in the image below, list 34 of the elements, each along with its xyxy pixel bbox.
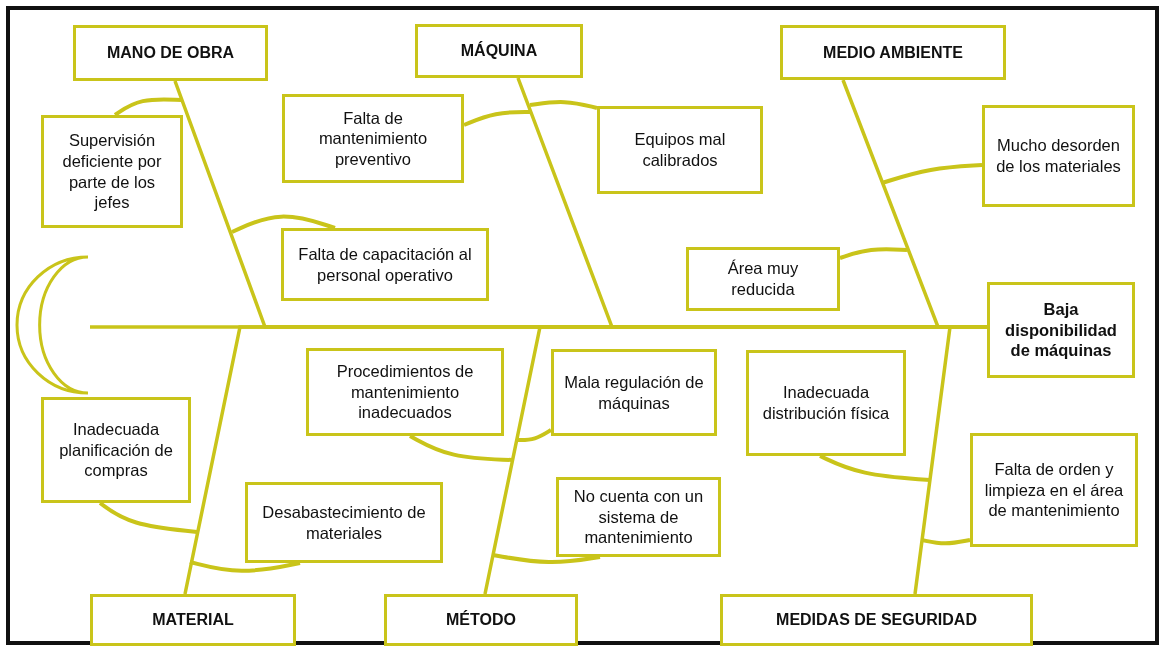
branch-line (518, 428, 553, 442)
bone-line (913, 325, 987, 595)
cause-box: Área muy reducida (686, 247, 840, 311)
branch-line (921, 538, 971, 546)
branch-line (881, 163, 983, 185)
category-box: MANO DE OBRA (73, 25, 268, 81)
category-box: MEDIDAS DE SEGURIDAD (720, 594, 1033, 646)
branch-line (492, 553, 601, 564)
branch-line (409, 434, 514, 462)
branch-line (98, 501, 198, 534)
category-box: MEDIO AMBIENTE (780, 25, 1006, 80)
cause-box: Supervisión deficiente por parte de los jefes (41, 115, 183, 228)
category-box: MÁQUINA (415, 24, 583, 78)
branch-line (189, 560, 301, 573)
cause-box: Mucho desorden de los materiales (982, 105, 1135, 207)
branch-line (231, 214, 336, 234)
cause-box: Falta de mantenimiento preventivo (282, 94, 464, 183)
cause-box: Procedimientos de mantenimiento inadecuados (306, 348, 504, 436)
branch-line (113, 97, 183, 117)
category-box: MATERIAL (90, 594, 296, 646)
branch-line (819, 454, 931, 482)
cause-box: Mala regulación de máquinas (551, 349, 717, 436)
branch-line (839, 247, 908, 260)
branch-line (463, 110, 531, 127)
cause-box: Falta de capacitación al personal operativo (281, 228, 489, 301)
branch-line (529, 100, 598, 110)
cause-box: No cuenta con un sistema de mantenimiento (556, 477, 721, 557)
cause-box: Equipos mal calibrados (597, 106, 763, 194)
effect-box: Baja disponibilidad de máquinas (987, 282, 1135, 378)
cause-box: Desabastecimiento de materiales (245, 482, 443, 563)
cause-box: Inadecuada planificación de compras (41, 397, 191, 503)
cause-box: Inadecuada distribución física (746, 350, 906, 456)
category-box: MÉTODO (384, 594, 578, 646)
cause-box: Falta de orden y limpieza en el área de mantenimiento (970, 433, 1138, 547)
